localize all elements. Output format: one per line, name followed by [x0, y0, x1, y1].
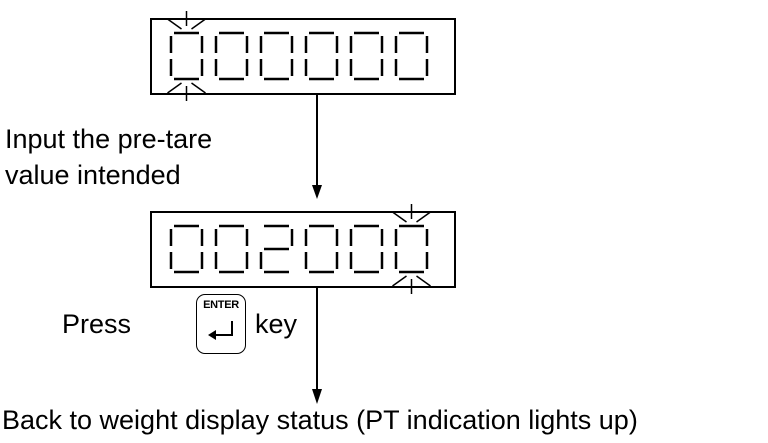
blink-ray — [167, 18, 182, 30]
flow-arrow-1 — [312, 95, 322, 199]
press-label: Press — [62, 309, 132, 339]
flow-arrow-2 — [312, 288, 322, 404]
blink-ray — [191, 18, 206, 30]
seven-segment-digit — [259, 224, 294, 274]
blink-ray — [191, 82, 206, 94]
enter-key: ENTER — [196, 294, 246, 354]
seven-segment-digit — [394, 31, 429, 81]
display-2-box — [150, 211, 456, 288]
seven-segment-digit — [304, 224, 339, 274]
seven-segment-digit — [349, 31, 384, 81]
instruction-input-line1: Input the pre-tare — [5, 124, 213, 154]
seven-segment-digit — [304, 31, 339, 81]
seven-segment-digit — [394, 224, 429, 274]
blink-ray — [392, 211, 407, 223]
display-2-digits — [169, 224, 429, 274]
blink-ray — [167, 82, 182, 94]
seven-segment-digit — [259, 31, 294, 81]
seven-segment-digit — [349, 224, 384, 274]
blink-ray — [392, 275, 407, 287]
display-1-box — [150, 18, 456, 95]
instruction-input-line2: value intended — [5, 160, 181, 190]
result-text: Back to weight display status (PT indica… — [2, 405, 638, 435]
return-arrow-icon — [208, 321, 233, 340]
key-label: key — [255, 309, 298, 339]
seven-segment-digit — [214, 31, 249, 81]
display-1-digits — [169, 31, 429, 81]
seven-segment-digit — [214, 224, 249, 274]
seven-segment-digit — [169, 224, 204, 274]
blink-marks — [167, 11, 431, 294]
blink-ray — [416, 275, 431, 287]
enter-key-label: ENTER — [203, 299, 239, 311]
blink-ray — [416, 211, 431, 223]
seven-segment-digit — [169, 31, 204, 81]
